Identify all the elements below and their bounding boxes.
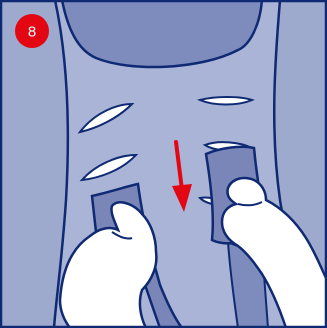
step-number-text: 8 (28, 24, 36, 41)
step-number-badge: 8 (15, 14, 49, 48)
slot-upper-right (200, 97, 252, 105)
